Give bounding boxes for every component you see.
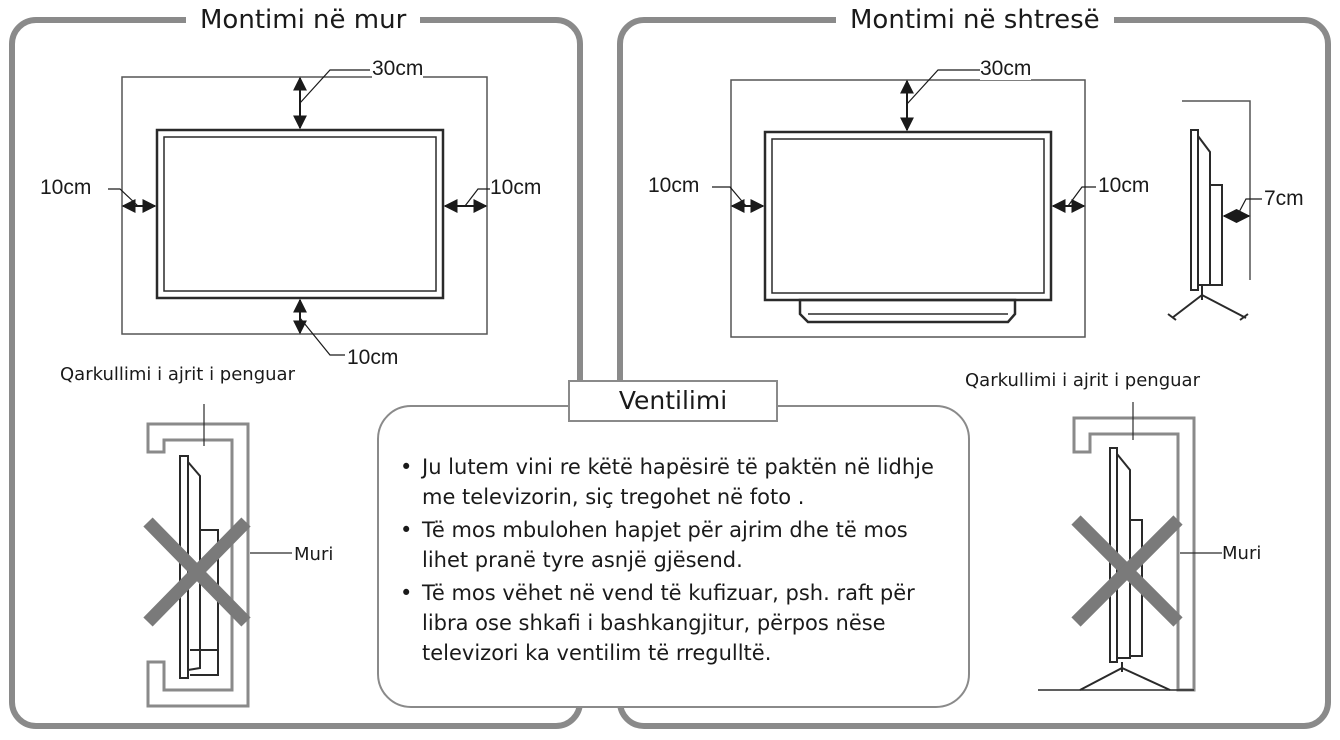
stand-wall-label: Muri (1222, 543, 1262, 565)
wall-dim-top: 30cm (372, 57, 424, 80)
stand-dim-side: 7cm (1264, 187, 1304, 210)
wall-tv-front (155, 128, 445, 300)
wall-wall-label: Muri (294, 544, 334, 566)
stand-panel-title: Montimi në shtresë (836, 5, 1114, 35)
ventilation-list: Ju lutem vini re këtë hapësirë të paktën… (398, 452, 958, 671)
stand-side-wall-line (1182, 100, 1251, 280)
wall-cross-icon (143, 517, 251, 627)
stand-dim-right: 10cm (1098, 174, 1150, 197)
ventilation-bullet: Të mos mbulohen hapjet për ajrim dhe të … (398, 515, 958, 575)
wall-recess-bracket (146, 422, 250, 708)
wall-dim-left: 10cm (40, 176, 92, 199)
ventilation-bullet: Të mos vëhet në vend të kufizuar, psh. r… (398, 578, 958, 668)
stand-dim-left: 10cm (648, 174, 700, 197)
stand-tv-side-icon (1167, 129, 1249, 321)
wall-dim-right: 10cm (490, 176, 542, 199)
wall-dim-bottom: 10cm (347, 346, 399, 369)
ventilation-bullet: Ju lutem vini re këtë hapësirë të paktën… (398, 452, 958, 512)
ventilation-title: Ventilimi (568, 380, 778, 422)
wall-panel-title: Montimi në mur (186, 5, 421, 35)
stand-airflow-label: Qarkullimi i ajrit i penguar (965, 370, 1200, 392)
stand-base (798, 298, 1017, 324)
stand-dim-top: 30cm (980, 57, 1032, 80)
stand-cross-icon (1071, 515, 1183, 627)
wall-airflow-label: Qarkullimi i ajrit i penguar (60, 364, 295, 386)
stand-recess-bracket (1072, 416, 1196, 692)
wall-clearance-box (121, 76, 488, 335)
stand-tv-front (763, 130, 1053, 302)
